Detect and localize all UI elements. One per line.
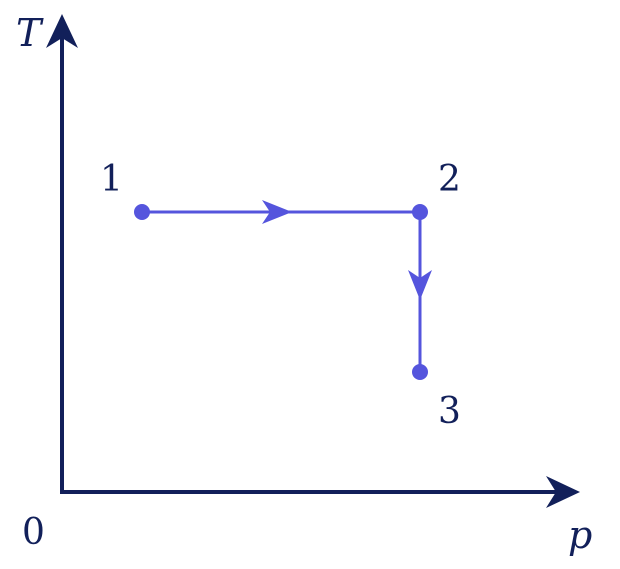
state-point-2 [412, 204, 428, 220]
origin-label: 0 [22, 512, 45, 553]
y-axis-label: T [16, 11, 44, 55]
process-2-3-arrowhead [408, 270, 432, 300]
state-point-3 [412, 364, 428, 380]
process-1-2-arrowhead [262, 200, 292, 224]
state-label-2: 2 [438, 159, 461, 200]
x-axis-arrowhead [546, 476, 580, 508]
y-axis-arrowhead [46, 14, 78, 48]
state-point-1 [134, 204, 150, 220]
process-2-3 [408, 212, 432, 372]
axes [46, 14, 580, 508]
state-label-3: 3 [438, 391, 461, 432]
state-label-1: 1 [100, 159, 123, 200]
x-axis-label: p [568, 513, 592, 557]
process-1-2 [142, 200, 420, 224]
